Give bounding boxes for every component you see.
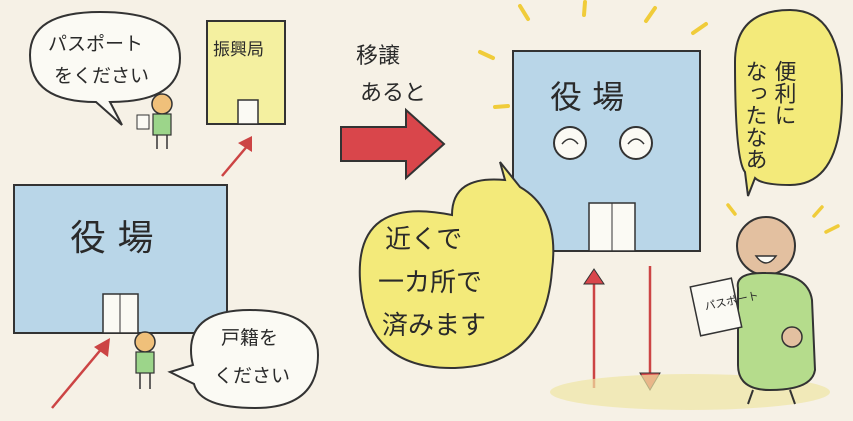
happy-person-body xyxy=(736,271,817,392)
transfer-arrow xyxy=(340,107,446,181)
right-office-label: 役 場 xyxy=(550,78,624,116)
person-koseki-request xyxy=(134,331,156,389)
branch-office-label: 振興局 xyxy=(213,40,264,60)
person-passport-request xyxy=(136,93,173,149)
bubble-nearby-line1: 近くで xyxy=(385,225,462,255)
bubble-convenient-line2: なったなあ xyxy=(742,60,767,170)
bubble-koseki: 戸籍を ください xyxy=(167,308,320,410)
transfer-label: 移譲 あると xyxy=(356,44,426,106)
bubble-koseki-line1: 戸籍を xyxy=(221,327,278,349)
left-town-hall: 役 場 xyxy=(13,184,228,334)
branch-office: 振興局 xyxy=(206,20,286,125)
arrow-to-left-hall xyxy=(51,338,110,409)
glow-lines xyxy=(478,0,708,109)
transfer-label-line1: 移譲 xyxy=(356,44,400,69)
transfer-label-line2: あると xyxy=(360,81,426,106)
happy-person-head xyxy=(736,216,796,276)
bubble-convenient-line1: 便利に xyxy=(771,60,797,126)
bubble-nearby-line2: 一カ所で xyxy=(378,268,482,298)
bubble-passport-line2: をください xyxy=(54,65,149,87)
arrow-to-branch xyxy=(221,136,252,177)
happy-person-hand xyxy=(781,326,803,348)
bubble-koseki-line2: ください xyxy=(214,365,290,387)
bubble-nearby-line3: 済みます xyxy=(382,311,486,341)
bubble-passport: パスポート をください xyxy=(28,10,182,126)
down-arrow xyxy=(639,266,661,391)
branch-office-door xyxy=(237,99,259,125)
bubble-nearby: 近くで 一カ所で 済みます xyxy=(358,161,555,370)
up-arrow xyxy=(583,268,605,388)
bubble-passport-line1: パスポート xyxy=(48,33,143,55)
right-eye-icon xyxy=(619,126,653,160)
left-office-label: 役 場 xyxy=(70,218,153,259)
bubble-convenient: 便利に なったなあ xyxy=(733,8,844,197)
left-eye-icon xyxy=(553,126,587,160)
happy-person xyxy=(726,203,840,405)
